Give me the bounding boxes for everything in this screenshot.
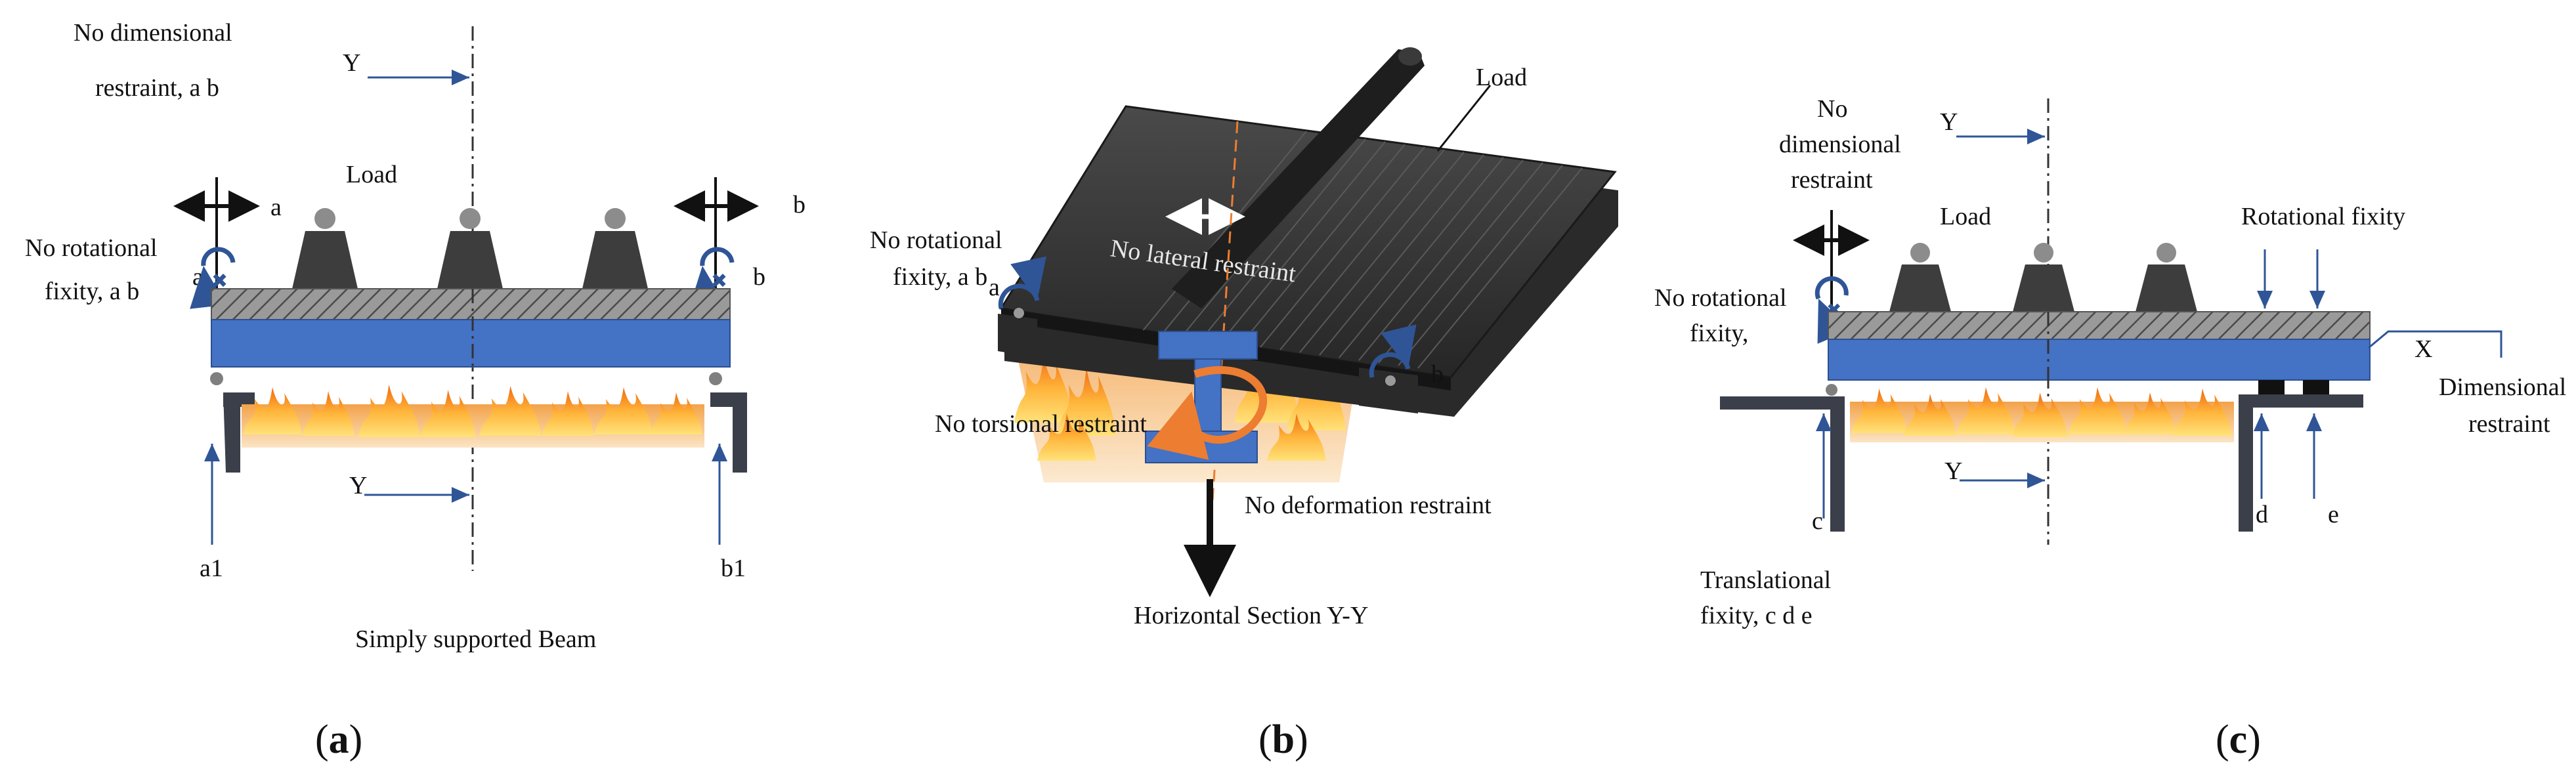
label-a1: a1 [200, 555, 223, 582]
label-b-b: b [1431, 360, 1444, 388]
flange-right-b [1359, 368, 1418, 413]
no-rot-fixity-b-line2: fixity, a b [893, 263, 987, 291]
load-block-1-c [1889, 264, 1951, 312]
beam-a [211, 319, 731, 368]
label-b1: b1 [721, 555, 746, 582]
load-label-c: Load [1940, 203, 1991, 230]
fix-block-2-c [2303, 380, 2329, 394]
slab-a [211, 288, 731, 320]
load-rail-b [1172, 49, 1425, 308]
section-label-b: Horizontal Section Y-Y [1134, 602, 1368, 629]
no-rot-fixity-a-line1: No rotational [25, 234, 158, 262]
y-label-top-a: Y [343, 49, 360, 77]
no-dim-restraint-a-line1: No dimensional [74, 19, 232, 47]
flange-left-b [998, 314, 1037, 358]
load-rail-end-b [1398, 47, 1422, 66]
dim-restraint-c-line2: restraint [2468, 410, 2550, 438]
y-label-top-c: Y [1940, 108, 1958, 136]
rotation-arrow-a-b [998, 256, 1046, 309]
load-block-3-c [2136, 264, 2197, 312]
load-ball-1-a [314, 208, 335, 229]
label-e: e [2328, 501, 2339, 528]
no-dim-restraint-a-line2: restraint, a b [95, 74, 219, 102]
label-b-top: b [793, 191, 805, 219]
translational-c-line1: Translational [1700, 566, 1831, 594]
no-rot-fixity-b-line1: No rotational [870, 226, 1002, 254]
load-blocks-c [1889, 243, 2197, 312]
load-pointer-b [1436, 85, 1492, 152]
label-a-b: a [989, 274, 1000, 301]
panel-c: Y No dimensional restraint Load Rotation… [1654, 95, 2566, 762]
rotation-arrow-c [1814, 276, 1852, 344]
load-ball-3-a [605, 208, 626, 229]
support-pin-b-b [1385, 375, 1396, 386]
caption-b: (b) [1258, 717, 1308, 762]
no-dim-c-line1: No [1817, 95, 1847, 123]
torsion-arrow-b [1147, 366, 1268, 460]
no-rot-c-line2: fixity, [1690, 320, 1748, 347]
load-ball-2-a [460, 208, 481, 229]
slab-c [1828, 311, 2371, 340]
fire-c [1850, 387, 2234, 442]
support-pin-right-a [709, 372, 722, 385]
fire-a [242, 385, 704, 448]
load-ball-2-c [2034, 243, 2053, 263]
support-pin-left-a [210, 372, 223, 385]
load-block-2-c [2013, 264, 2074, 312]
no-deformation-label-b: No deformation restraint [1245, 492, 1492, 519]
label-c: c [1812, 507, 1823, 535]
support-bracket-left-a2 [223, 392, 255, 473]
load-ball-3-c [2157, 243, 2176, 263]
no-rot-c-line1: No rotational [1654, 284, 1787, 312]
no-dim-c-line2: dimensional [1779, 131, 1901, 158]
label-b-side: b [753, 263, 765, 291]
load-blocks-a [292, 208, 648, 289]
support-bracket-right-a [710, 392, 747, 473]
label-d: d [2256, 501, 2268, 528]
dim-restraint-c-line1: Dimensional [2439, 373, 2566, 401]
load-label-b: Load [1476, 64, 1527, 91]
fix-block-1-c [2258, 380, 2285, 394]
support-left-c [1720, 396, 1845, 532]
support-pin-a-b [1014, 308, 1024, 318]
rotation-arrow-left-a [190, 247, 236, 309]
x-bracket-c [2368, 330, 2502, 358]
load-block-2-a [437, 231, 503, 289]
caption-a: (a) [315, 717, 362, 762]
support-pin-c [1826, 384, 1837, 396]
no-dim-c-line3: restraint [1791, 166, 1873, 194]
y-label-bottom-a: Y [349, 472, 367, 499]
rotation-arrow-b-b [1369, 324, 1417, 378]
rotation-arrow-right-a [689, 247, 735, 309]
load-block-3-a [582, 231, 648, 289]
support-right-c [2239, 394, 2363, 532]
x-label-c: X [2415, 335, 2432, 363]
load-block-1-a [292, 231, 358, 289]
load-ball-1-c [1910, 243, 1930, 263]
caption-c: (c) [2216, 717, 2261, 762]
panel-a: Y No dimensional restraint, a b Load a b… [25, 19, 805, 762]
rotational-fixity-label-c: Rotational fixity [2241, 203, 2405, 230]
panel-a-title: Simply supported Beam [355, 625, 596, 653]
label-a-side: a [192, 263, 204, 291]
beam-c [1828, 339, 2371, 381]
no-rot-fixity-a-line2: fixity, a b [45, 278, 139, 305]
label-a-top: a [270, 194, 282, 221]
translational-c-line2: fixity, c d e [1700, 602, 1813, 629]
panel-b: Load No lateral restraint No rotational … [870, 47, 1618, 762]
y-label-bottom-c: Y [1944, 457, 1962, 485]
load-label-a: Load [346, 161, 397, 188]
no-torsional-label-b: No torsional restraint [935, 410, 1147, 438]
